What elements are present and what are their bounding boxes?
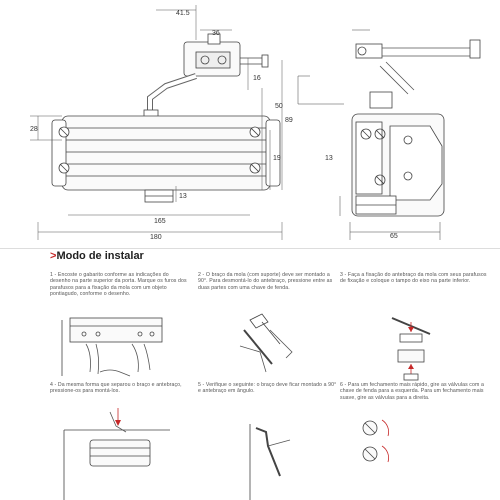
illustration-step-2: [239, 313, 293, 373]
illustration-step-6: [362, 419, 389, 463]
step-3-number: 3: [340, 272, 343, 278]
step-3: 3 - Faça a fixação do antebraço da mola …: [340, 272, 487, 285]
dim-13: 13: [179, 193, 187, 200]
illustration-step-1: [61, 317, 163, 377]
technical-drawing: 41.5 36 16 28 50 89 19 13 165 180 13 65: [30, 5, 481, 241]
dim-50: 50: [275, 103, 283, 110]
dim-180: 180: [150, 234, 162, 241]
step-1-number: 1: [50, 272, 53, 278]
title-arrow: >: [50, 250, 57, 262]
step-illustrations: [61, 313, 431, 500]
dim-36: 36: [212, 30, 220, 37]
dim-41-5: 41.5: [176, 10, 190, 17]
step-5: 5 - Verifique o seguinte: o braço deve f…: [198, 382, 337, 395]
step-6-text: Para um fechamento mais rápido, gire as …: [340, 382, 484, 401]
dim-65: 65: [390, 233, 398, 240]
dim-19: 19: [273, 155, 281, 162]
section-title: >Modo de instalar: [50, 250, 144, 262]
step-1-text: Encoste o gabarito conforme as indicaçõe…: [50, 272, 187, 298]
step-6: 6 - Para um fechamento mais rápido, gire…: [340, 382, 484, 401]
side-view: [297, 29, 481, 240]
step-2: 2 - O braço da mola (com suporte) deve s…: [198, 272, 333, 291]
illustration-step-5: [249, 424, 291, 500]
step-5-number: 5: [198, 382, 201, 388]
dim-side-13: 13: [325, 155, 333, 162]
step-2-text: O braço da mola (com suporte) deve ser m…: [198, 272, 333, 291]
step-4-text: Da mesma forma que separou o braço e ant…: [50, 382, 182, 395]
title-text: Modo de instalar: [56, 250, 144, 262]
dim-28: 28: [30, 126, 38, 133]
step-2-number: 2: [198, 272, 201, 278]
dim-165: 165: [154, 218, 166, 225]
illustration-step-4: [63, 408, 170, 500]
dim-89: 89: [285, 117, 293, 124]
step-4-number: 4: [50, 382, 53, 388]
illustration-step-3: [391, 317, 431, 381]
step-4: 4 - Da mesma forma que separou o braço e…: [50, 382, 182, 395]
step-1: 1 - Encoste o gabarito conforme as indic…: [50, 272, 187, 298]
step-3-text: Faça a fixação do antebraço da mola com …: [340, 272, 487, 285]
dim-16: 16: [253, 75, 261, 82]
divider: [0, 248, 500, 249]
step-6-number: 6: [340, 382, 343, 388]
step-5-text: Verifique o seguinte: o braço deve ficar…: [198, 382, 337, 395]
closer-body: [61, 115, 271, 191]
